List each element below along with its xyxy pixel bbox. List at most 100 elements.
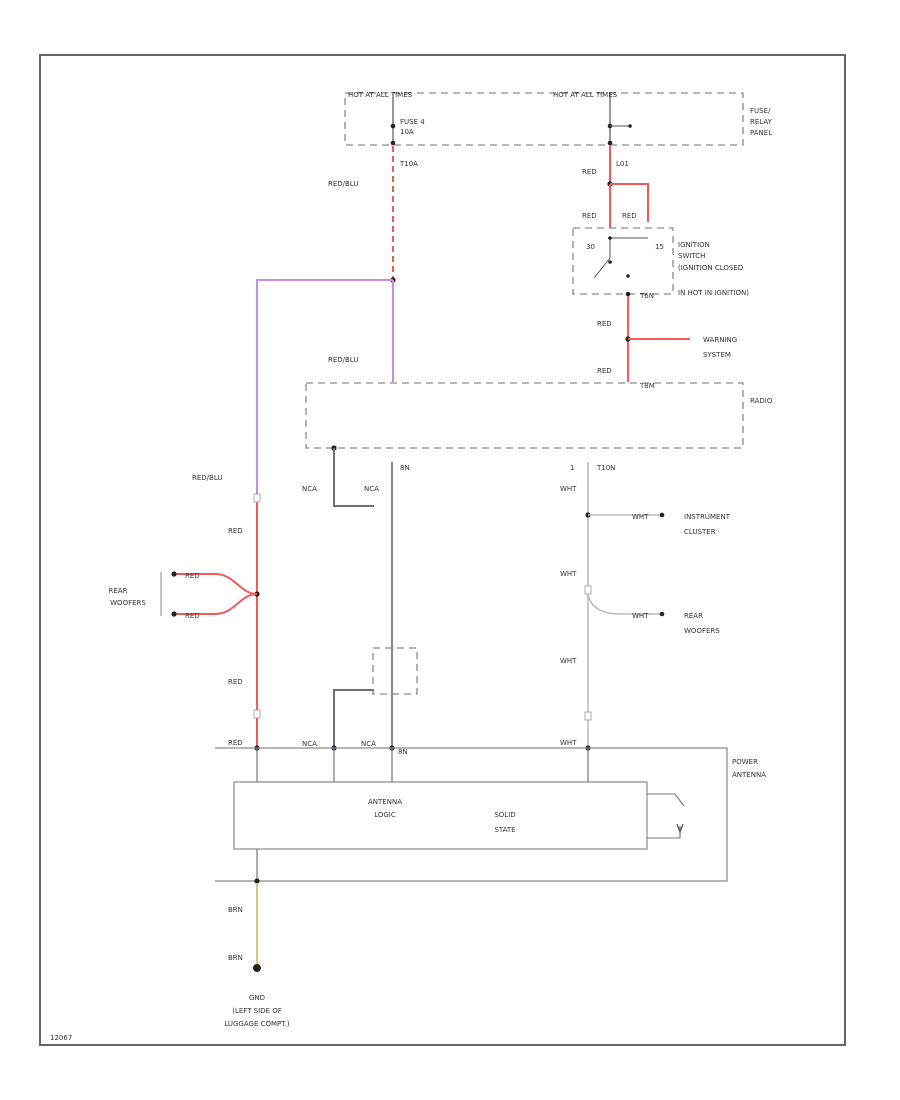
ign-dot-1 (608, 236, 612, 240)
wire-label-red-c: RED (185, 612, 200, 620)
ground-label-2: (LEFT SIDE OF (232, 1007, 282, 1015)
diagram-frame (39, 54, 846, 1046)
radio-box (305, 382, 744, 449)
connector-l01-label: L01 (616, 160, 629, 168)
antenna-logic-box (233, 781, 648, 850)
instrument-terminal (659, 512, 665, 518)
pin-1-label: 1 (570, 464, 574, 472)
antenna-logic-label-2: LOGIC (374, 811, 396, 819)
wire-label-red-g: RED (582, 212, 597, 220)
radio-label: RADIO (750, 397, 773, 405)
fuse-relay-panel-label-1: FUSE/ (750, 107, 771, 115)
ign-dot-2 (608, 260, 612, 264)
rear-woofers-left-label-2: WOOFERS (110, 599, 146, 607)
warning-system-label-1: WARNING (703, 336, 737, 344)
hot-bus-dot-3 (607, 140, 613, 146)
wire-wht-woofers (587, 593, 660, 615)
wire-label-red-j: RED (597, 367, 612, 375)
ign-switch-blade (593, 257, 611, 279)
ignition-switch-label-3: (IGNITION CLOSED (678, 264, 743, 272)
rear-woofers-right-label-2: WOOFERS (684, 627, 720, 635)
fuse-relay-panel-box (344, 92, 744, 146)
wire-label-red-blu-3: RED/BLU (192, 474, 223, 482)
wire-label-red-h: RED (622, 212, 637, 220)
wire-nca-radio (333, 448, 374, 507)
wire-label-red-blu-2: RED/BLU (328, 356, 359, 364)
power-antenna-outline (215, 747, 728, 882)
wire-label-nca-1: NCA (302, 485, 317, 493)
hot-at-all-times-label-2: HOT AT ALL TIMES (553, 91, 618, 99)
ground-point (253, 964, 261, 972)
connector-t10a-label: T10A (399, 160, 418, 168)
connector-t10n-label: T10N (596, 464, 615, 472)
motor-switch-bottom (647, 826, 681, 839)
hot-bus-dot-2 (628, 124, 632, 128)
wire-label-nca-2: NCA (364, 485, 379, 493)
wire-label-wht-5: WHT (560, 657, 577, 665)
antenna-logic-label-1: ANTENNA (368, 798, 402, 806)
rear-woofers-right-label-1: REAR (684, 612, 703, 620)
wire-label-red-a: RED (228, 527, 243, 535)
wire-label-brn-1: BRN (228, 906, 243, 914)
solid-state-label-1: SOLID (494, 811, 515, 819)
wire-label-brn-2: BRN (228, 954, 243, 962)
ignition-switch-label-2: SWITCH (678, 252, 705, 260)
warning-system-label-2: SYSTEM (703, 351, 731, 359)
wire-red-woofer-lower (175, 593, 258, 615)
power-antenna-label-2: ANTENNA (732, 771, 766, 779)
solid-state-label-2: STATE (494, 826, 515, 834)
wire-label-red-d: RED (228, 678, 243, 686)
pin-8n-label: 8N (400, 464, 410, 472)
inline-connector-2 (253, 709, 261, 719)
inline-connector-4 (584, 711, 592, 721)
instrument-cluster-label-2: CLUSTER (684, 528, 716, 536)
wire-red-woofer-upper (175, 573, 258, 595)
wire-label-wht-4: WHT (632, 612, 649, 620)
woofer-terminal-upper (171, 571, 177, 577)
wire-label-wht-2: WHT (632, 513, 649, 521)
pin-bottom-label: 8N (398, 748, 408, 756)
ignition-switch-label-4: IN HOT IN IGNITION) (678, 289, 749, 297)
wire-label-red-f: RED (582, 168, 597, 176)
fuse-relay-panel-label-3: PANEL (750, 129, 772, 137)
fuse-dot-bottom (390, 140, 396, 146)
connector-t8m-label: T8M (639, 382, 655, 390)
rear-woofers-left-label-1: REAR (109, 587, 128, 595)
wire-red-blu-branch (256, 279, 393, 500)
wire-label-red-b: RED (185, 572, 200, 580)
motor-switch-top (647, 793, 685, 807)
inline-connector-1 (253, 493, 261, 503)
wire-label-wht-6: WHT (560, 739, 577, 747)
connector-t6n-label: T6N (639, 292, 654, 300)
wire-label-red-e: RED (228, 739, 243, 747)
ignition-switch-box (572, 227, 674, 295)
wire-label-wht-1: WHT (560, 485, 577, 493)
fuse-dot-top (390, 123, 396, 129)
wire-red-ign-loop (610, 183, 649, 222)
wire-label-red-blu-1: RED/BLU (328, 180, 359, 188)
nca-dashed-box (372, 647, 418, 695)
wire-label-nca-3: NCA (302, 740, 317, 748)
wire-nca-antenna (333, 689, 374, 748)
antenna-ground-pin (254, 878, 260, 884)
fuse-number-label: FUSE 4 (400, 118, 425, 126)
ign-terminal-15: 15 (655, 243, 664, 251)
ignition-switch-label-1: IGNITION (678, 241, 710, 249)
woofer-terminal-lower (171, 611, 177, 617)
fuse-amp-label: 10A (400, 128, 414, 136)
wire-label-wht-3: WHT (560, 570, 577, 578)
ground-label-1: GND (249, 994, 265, 1002)
ign-dot-3 (626, 274, 630, 278)
motor-symbol (676, 823, 684, 834)
inline-connector-3 (584, 585, 592, 595)
ign-terminal-30: 30 (586, 243, 595, 251)
fuse-relay-panel-label-2: RELAY (750, 118, 773, 126)
diagram-code: 12067 (50, 1034, 72, 1042)
hot-at-all-times-label-1: HOT AT ALL TIMES (348, 91, 413, 99)
woofers-right-terminal (659, 611, 665, 617)
ign-output-dot (625, 291, 631, 297)
instrument-cluster-label-1: INSTRUMENT (684, 513, 731, 521)
wire-label-nca-4: NCA (361, 740, 376, 748)
wire-label-red-i: RED (597, 320, 612, 328)
